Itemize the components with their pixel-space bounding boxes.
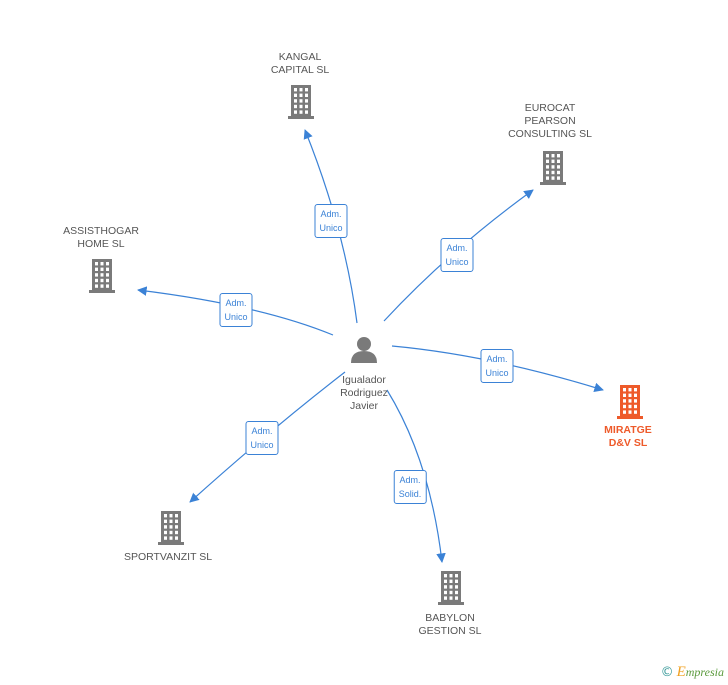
brand-name: mpresia <box>685 665 724 679</box>
copyright-symbol: © <box>660 665 674 680</box>
role-badge-line: Unico <box>224 312 248 322</box>
building-icon-sportvanzit <box>158 511 184 545</box>
role-badge-eurocat: Adm. Unico <box>440 238 474 272</box>
role-badge-line: Adm. <box>399 475 421 485</box>
brand-initial: E <box>676 664 686 680</box>
building-icon-miratge <box>617 385 643 419</box>
company-name-eurocat-line: CONSULTING SL <box>508 128 592 140</box>
role-badge-line: Adm. <box>486 354 508 364</box>
role-badge-line: Solid. <box>398 489 422 499</box>
edge-babylon <box>386 389 446 563</box>
role-badge-line: Adm. <box>320 209 342 219</box>
role-badge-line: Unico <box>319 223 343 233</box>
person-name-line: Igualador <box>342 374 386 386</box>
company-name-kangal-line: KANGAL <box>278 51 322 63</box>
role-badge-line: Unico <box>485 368 509 378</box>
building-icon-babylon <box>438 571 464 605</box>
role-badge-line: Adm. <box>225 298 247 308</box>
company-name-sportvanzit-line: SPORTVANZIT SL <box>123 551 213 563</box>
empresia-watermark: © Empresia <box>661 664 724 681</box>
role-badge-line: Unico <box>250 440 274 450</box>
role-badge-line: Unico <box>445 257 469 267</box>
company-name-assisthogar-line: HOME SL <box>77 238 125 250</box>
company-name-miratge-line: MIRATGE <box>604 424 652 436</box>
company-name-eurocat-line: EUROCAT <box>524 102 576 114</box>
company-name-sportvanzit: SPORTVANZIT SL <box>124 551 212 564</box>
role-badge-line: Adm. <box>446 243 468 253</box>
icons <box>89 85 643 605</box>
role-badge-miratge: Adm. Unico <box>480 349 514 383</box>
building-icon-eurocat <box>540 151 566 185</box>
person-name-line: Javier <box>349 400 378 412</box>
building-icon-assisthogar <box>89 259 115 293</box>
company-name-babylon-line: GESTION SL <box>418 625 482 637</box>
role-badge-sportvanzit: Adm. Unico <box>245 421 279 455</box>
role-badge-kangal: Adm. Unico <box>314 204 348 238</box>
person-name-line: Rodriguez <box>340 387 388 399</box>
company-name-assisthogar-line: ASSISTHOGAR <box>63 225 139 237</box>
company-name-eurocat-line: PEARSON <box>524 115 576 127</box>
company-name-miratge-line: D&V SL <box>608 437 648 449</box>
role-badge-assisthogar: Adm. Unico <box>219 293 253 327</box>
company-name-kangal-line: CAPITAL SL <box>270 64 330 76</box>
role-badge-babylon: Adm. Solid. <box>393 470 427 504</box>
company-name-babylon-line: BABYLON <box>425 612 475 624</box>
person-icon <box>351 337 377 363</box>
role-badge-line: Adm. <box>251 426 273 436</box>
building-icon-kangal <box>288 85 314 119</box>
